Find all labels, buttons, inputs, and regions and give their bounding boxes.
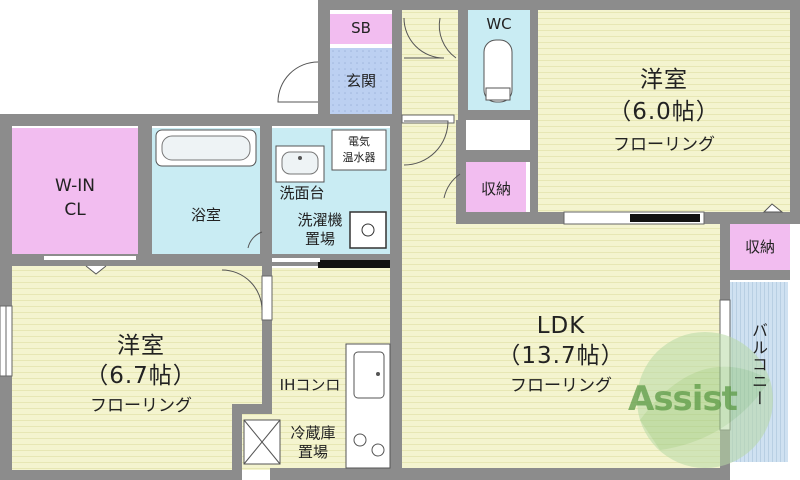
washbasin-label: 洗面台 xyxy=(279,184,325,202)
fridge-line1: 冷蔵庫 xyxy=(290,424,336,442)
hallway-floor xyxy=(402,10,460,120)
western-room-b-floor xyxy=(10,266,272,470)
western-room-b-name: 洋室 xyxy=(117,333,165,359)
assist-watermark xyxy=(637,332,773,468)
kitchen-counter xyxy=(345,343,391,469)
ldk-size: （13.7帖） xyxy=(497,343,625,369)
walkin-closet-floor xyxy=(12,128,138,254)
western-room-a-name: 洋室 xyxy=(640,67,688,93)
storage-b-floor xyxy=(730,224,790,270)
bathtub-icon xyxy=(155,129,257,167)
western-room-a-floor-label: フローリング xyxy=(613,135,715,155)
assist-logo: Assist xyxy=(628,379,738,419)
sb-label: SB xyxy=(351,19,371,37)
balcony-label: バルコニー xyxy=(749,322,768,407)
walkin-closet-line2: CL xyxy=(64,200,86,220)
washer-line1: 洗濯機 xyxy=(297,211,343,229)
storage-a-label: 収納 xyxy=(480,180,511,198)
fridge-space-icon xyxy=(243,419,281,465)
entry-label: 玄関 xyxy=(345,72,376,90)
western-room-b-size: （6.7帖） xyxy=(85,363,197,389)
fridge-line2: 置場 xyxy=(297,443,328,461)
western-room-a-floor xyxy=(538,10,790,214)
storage-b-label: 収納 xyxy=(744,238,775,256)
western-room-a-size: （6.0帖） xyxy=(608,99,720,125)
corridor-floor xyxy=(402,115,458,230)
sb-floor xyxy=(330,14,392,44)
washer-pan-icon xyxy=(349,211,387,249)
ldk-floor-label: フローリング xyxy=(510,376,612,396)
water-heater-line2: 温水器 xyxy=(342,151,376,164)
doors xyxy=(85,17,784,311)
ldk-name: LDK xyxy=(536,313,586,339)
water-heater-icon xyxy=(331,129,387,171)
storage-a-floor xyxy=(466,162,526,212)
wc-label: WC xyxy=(486,15,512,33)
western-room-b-floor-label: フローリング xyxy=(90,396,192,416)
water-heater-line1: 電気 xyxy=(348,135,370,148)
ih-stove-label: IHコンロ xyxy=(279,376,341,394)
toilet-icon xyxy=(483,39,513,103)
entry-floor xyxy=(330,48,392,116)
washer-line2: 置場 xyxy=(304,230,335,248)
washbasin-icon xyxy=(275,145,325,183)
bath-label: 浴室 xyxy=(190,206,221,224)
walkin-closet-line1: W-IN xyxy=(55,176,95,196)
